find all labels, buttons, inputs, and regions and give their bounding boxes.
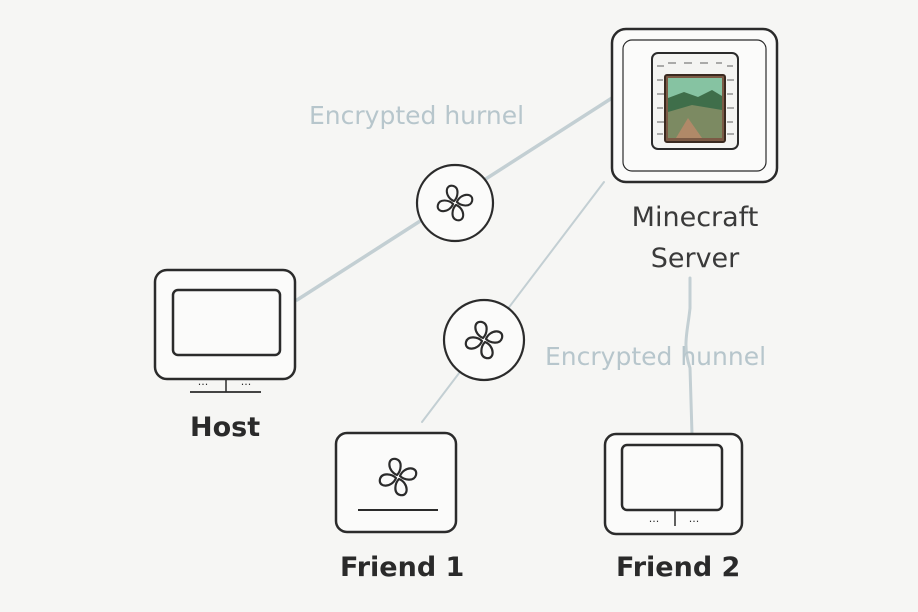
server-label-line1: Minecraft [631, 202, 759, 233]
friend2-monitor: ··· ··· [603, 432, 744, 536]
host-port-left: ··· [198, 378, 209, 391]
friend2-port-left: ··· [649, 515, 660, 528]
link-friend1-server [421, 181, 605, 423]
tunnel-label-top: Encrypted hurnel [309, 101, 525, 130]
friend2-port-right: ··· [689, 515, 700, 528]
host-monitor: ··· ··· [153, 268, 297, 393]
minecraft-world-icon [651, 52, 739, 150]
server-label: Minecraft Server [610, 197, 780, 279]
friend1-label: Friend 1 [340, 552, 465, 583]
host-port-right: ··· [241, 378, 252, 391]
server-label-line2: Server [650, 243, 740, 274]
link-server-friend2-lower [684, 306, 694, 436]
tunnel-node-bottom [442, 298, 526, 382]
host-label: Host [190, 412, 261, 443]
tunnel-node-top [415, 163, 495, 243]
tunnel-label-bottom: Encrypted hunnel [545, 342, 767, 371]
friend2-label: Friend 2 [616, 552, 741, 583]
minecraft-server-node [610, 27, 779, 184]
